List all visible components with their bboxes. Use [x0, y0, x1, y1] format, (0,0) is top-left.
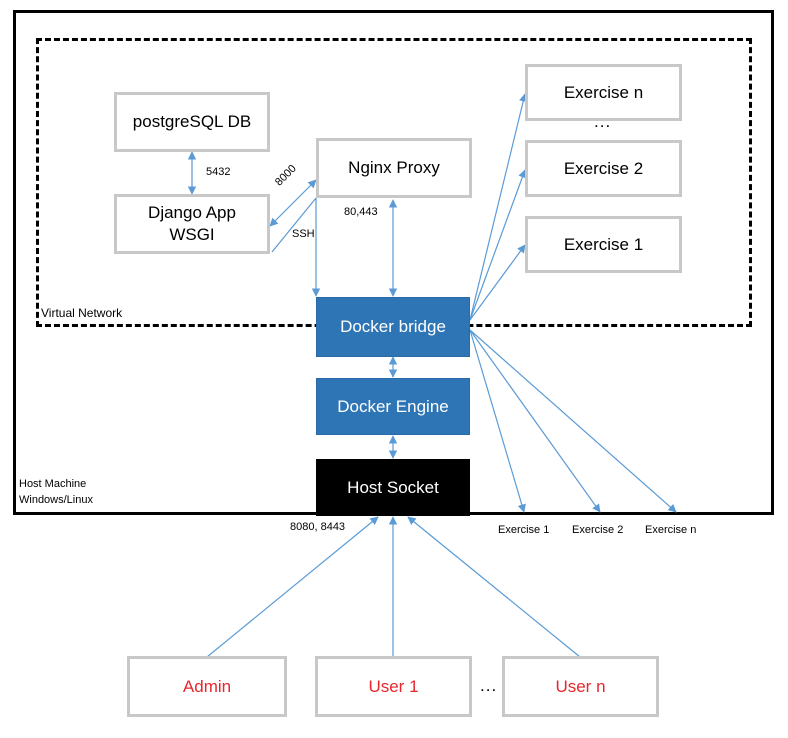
ssh-label: SSH — [292, 228, 315, 240]
usern-socket-edge — [407, 516, 581, 658]
nginx-label: Nginx Proxy — [348, 158, 440, 177]
bridge-out-exercise-1-edge — [469, 329, 526, 513]
port-80-443-label: 80,443 — [344, 206, 378, 218]
bridge-exercise-n-edge — [469, 93, 528, 321]
user-1-node: User 1 — [315, 656, 472, 717]
ssh-edge — [271, 197, 317, 253]
exercise-n-label: Exercise n — [563, 82, 644, 102]
postgres-label: postgreSQL DB — [132, 112, 252, 131]
out-exercise-n-label: Exercise n — [645, 524, 697, 536]
bridge-out-exercise-n-edge — [469, 329, 677, 513]
exercise-1-label: Exercise 1 — [563, 234, 644, 254]
user-1-label: User 1 — [368, 676, 419, 696]
host-os-label: Windows/Linux — [19, 494, 93, 506]
bridge-out-exercise-2-edge — [469, 329, 601, 513]
user-n-label: User n — [555, 676, 606, 696]
docker-engine-node: Docker Engine — [316, 378, 470, 435]
exercises-ellipsis: ... — [594, 112, 612, 131]
host-socket-node: Host Socket — [316, 459, 470, 516]
admin-socket-edge — [206, 516, 379, 658]
admin-label: Admin — [182, 676, 232, 696]
exercise-1-node: Exercise 1 — [525, 216, 682, 273]
bridge-exercise-2-edge — [469, 169, 527, 321]
docker-bridge-node: Docker bridge — [316, 297, 470, 357]
docker-bridge-label: Docker bridge — [340, 317, 446, 336]
django-label-line2: WSGI — [169, 225, 215, 244]
out-exercise-1-label: Exercise 1 — [498, 524, 550, 536]
exercise-2-label: Exercise 2 — [563, 158, 644, 178]
out-exercise-2-label: Exercise 2 — [572, 524, 624, 536]
virtual-network-label: Virtual Network — [41, 306, 123, 320]
django-node: Django App WSGI — [114, 194, 270, 254]
user-n-node: User n — [502, 656, 659, 717]
port-8080-8443-label: 8080, 8443 — [290, 521, 346, 533]
exercise-2-node: Exercise 2 — [525, 140, 682, 197]
django-nginx-edge — [269, 179, 317, 227]
host-machine-label: Host Machine — [19, 478, 87, 490]
postgres-node: postgreSQL DB — [114, 92, 270, 152]
host-socket-label: Host Socket — [347, 477, 439, 497]
admin-node: Admin — [127, 656, 287, 717]
exercise-n-node: Exercise n — [525, 64, 682, 121]
docker-engine-label: Docker Engine — [337, 396, 449, 416]
django-label-line1: Django App — [148, 203, 236, 222]
port-5432-label: 5432 — [206, 166, 231, 178]
users-ellipsis: ... — [480, 676, 498, 695]
bridge-exercise-1-edge — [469, 244, 526, 321]
nginx-node: Nginx Proxy — [316, 138, 472, 198]
